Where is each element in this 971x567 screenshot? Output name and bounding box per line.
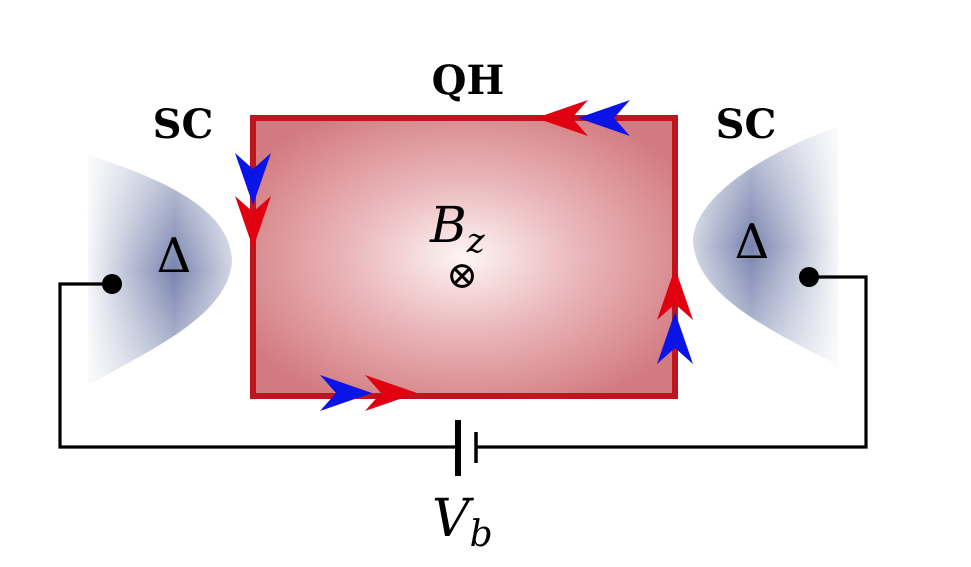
arrowhead-icon bbox=[657, 312, 693, 364]
terminal-left-dot-icon bbox=[102, 274, 122, 294]
superconductor-right bbox=[693, 127, 838, 365]
circled-times-icon: ⊗ bbox=[446, 253, 478, 297]
arrowhead-icon bbox=[536, 100, 588, 136]
arrowhead-icon bbox=[657, 268, 693, 320]
sc-left-label: SC bbox=[153, 101, 214, 148]
field-label: Bz bbox=[429, 196, 486, 261]
voltage-label: Vb bbox=[432, 489, 493, 555]
edge-state-arrows bbox=[235, 100, 693, 411]
arrowhead-icon bbox=[320, 375, 372, 411]
terminal-right-dot-icon bbox=[799, 267, 819, 287]
sc-right-label: SC bbox=[716, 101, 777, 148]
battery-icon bbox=[455, 420, 478, 476]
quantum-hall-region bbox=[250, 115, 678, 399]
gap-right-label: Δ bbox=[735, 214, 770, 270]
arrowhead-icon bbox=[235, 196, 271, 248]
arrowhead-icon bbox=[578, 100, 630, 136]
circuit-wire bbox=[58, 275, 868, 449]
arrowhead-icon bbox=[365, 375, 417, 411]
qh-label: QH bbox=[432, 57, 505, 104]
superconductor-left bbox=[88, 155, 232, 385]
gap-left-label: Δ bbox=[157, 228, 192, 284]
arrowhead-icon bbox=[235, 153, 271, 205]
